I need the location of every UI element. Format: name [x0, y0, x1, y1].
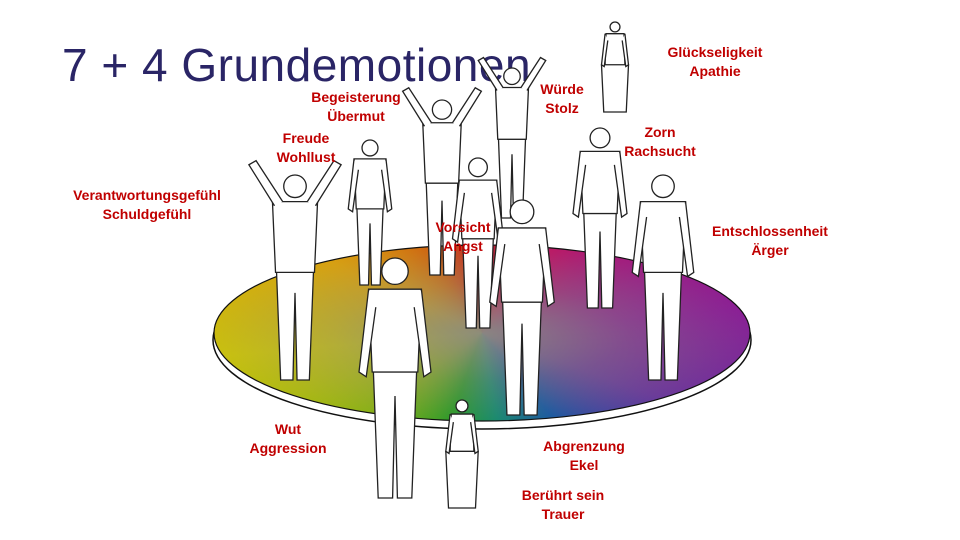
emotion-positive: Zorn [644, 124, 676, 140]
emotion-positive: Begeisterung [311, 89, 401, 105]
figure-arms-raised-woman [477, 56, 547, 219]
emotion-negative: Ekel [569, 457, 599, 473]
emotion-negative: Angst [443, 238, 483, 254]
emotion-negative: Aggression [249, 440, 327, 456]
figure-suit-man [489, 199, 555, 416]
emotion-negative: Schuldgefühl [102, 206, 192, 222]
emotion-negative: Ärger [751, 242, 789, 258]
emotion-positive: Würde [540, 81, 584, 97]
figure-crouching-person [445, 399, 479, 509]
emotion-negative: Stolz [545, 100, 579, 116]
emotion-positive: Vorsicht [435, 219, 491, 235]
emotion-negative: Apathie [689, 63, 741, 79]
figure-determined-man [631, 174, 695, 381]
emotion-negative: Wohllust [276, 149, 336, 165]
emotion-positive: Berührt sein [521, 487, 605, 503]
emotion-positive: Wut [274, 421, 302, 437]
figure-laughing-woman [347, 139, 393, 286]
emotion-negative: Rachsucht [624, 143, 696, 159]
figure-cheering-woman [401, 86, 483, 276]
figure-hooded-child [451, 157, 505, 329]
emotion-negative: Trauer [541, 506, 585, 522]
figure-hands-on-head [247, 159, 343, 381]
emotion-negative: Übermut [327, 108, 385, 124]
emotion-positive: Verantwortungsgefühl [73, 187, 221, 203]
emotion-positive: Abgrenzung [543, 438, 625, 454]
figure-meditating [600, 21, 630, 113]
figure-bending-man [358, 257, 432, 499]
emotion-positive: Freude [282, 130, 330, 146]
emotion-positive: Entschlossenheit [712, 223, 828, 239]
figures-group [247, 21, 695, 509]
emotion-positive: Glückseligkeit [667, 44, 763, 60]
slide-title: 7 + 4 Grundemotionen [62, 39, 532, 91]
figure-pointing-man [572, 127, 628, 309]
